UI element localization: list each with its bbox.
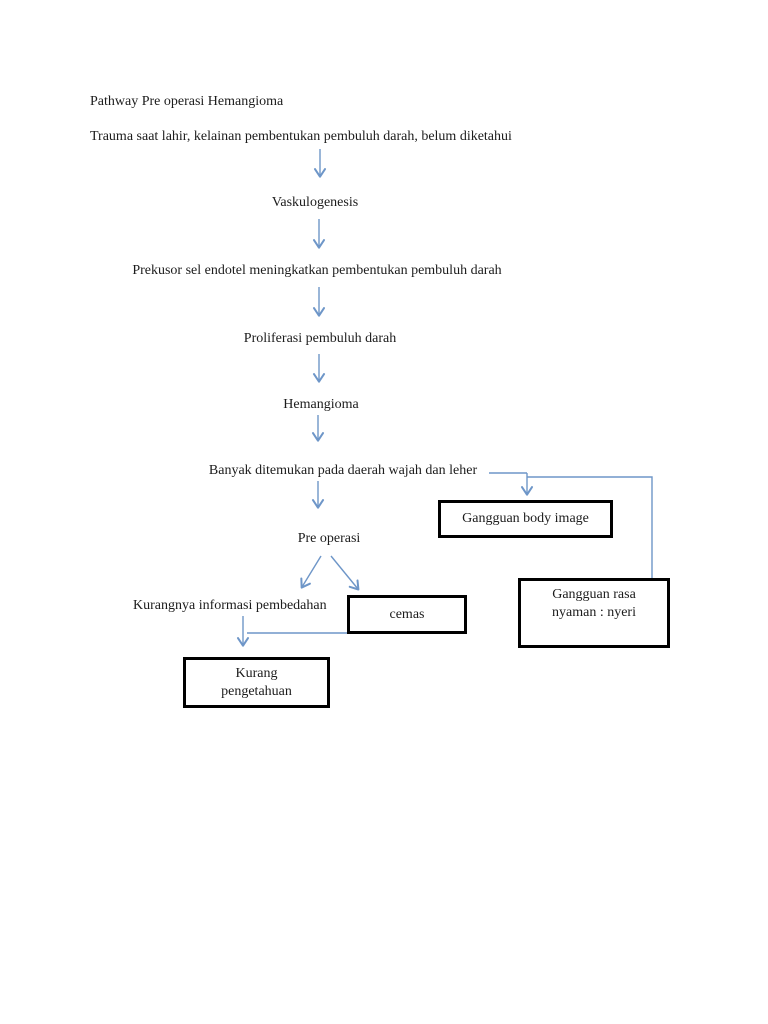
box-cemas: cemas	[347, 595, 467, 634]
node-hemangioma: Hemangioma	[283, 397, 359, 412]
arrow-diagonal-left-kurangnya	[300, 555, 322, 589]
arrow-diagonal-right-cemas	[330, 555, 360, 591]
box-kurang-pengetahuan: Kurang pengetahuan	[183, 657, 330, 708]
box-kurang-pengetahuan-label: Kurang pengetahuan	[221, 665, 292, 699]
node-vaskulogenesis: Vaskulogenesis	[271, 195, 359, 210]
node-pre-operasi: Pre operasi	[297, 531, 361, 546]
box-gangguan-rasa-nyaman-label: Gangguan rasa nyaman : nyeri	[552, 587, 636, 620]
box-gangguan-body-image: Gangguan body image	[438, 500, 613, 538]
page-title: Pathway Pre operasi Hemangioma	[90, 94, 284, 109]
node-banyak-ditemukan: Banyak ditemukan pada daerah wajah dan l…	[208, 463, 478, 478]
box-gangguan-rasa-nyaman: Gangguan rasa nyaman : nyeri	[518, 578, 670, 648]
box-gangguan-body-image-label: Gangguan body image	[462, 511, 589, 526]
node-prekusor: Prekusor sel endotel meningkatkan pemben…	[132, 263, 502, 278]
node-trauma: Trauma saat lahir, kelainan pembentukan …	[90, 129, 512, 144]
node-kurangnya-informasi: Kurangnya informasi pembedahan	[133, 598, 327, 613]
box-cemas-label: cemas	[389, 606, 425, 622]
node-proliferasi: Proliferasi pembuluh darah	[243, 331, 397, 346]
